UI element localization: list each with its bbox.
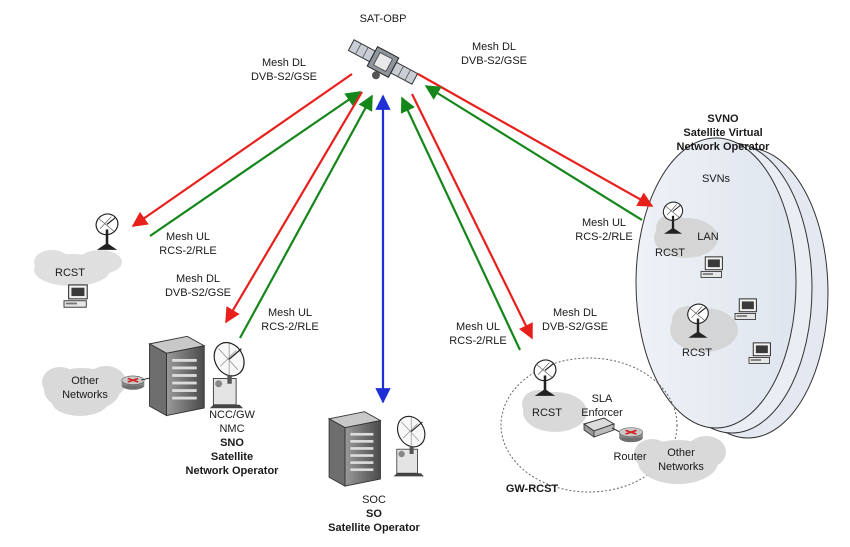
cloud-sno-other-networks	[42, 366, 126, 416]
gw-rcst-title: GW-RCST	[506, 483, 559, 495]
svno-rcst-2: RCST	[682, 347, 712, 359]
so-name: Satellite Operator	[328, 522, 420, 534]
svno-name-1: Satellite Virtual	[683, 127, 762, 139]
downlink-to-rcst-left	[131, 73, 353, 227]
cloud-gw-rcst	[522, 390, 587, 432]
right-dl-label-1: Mesh DL	[472, 41, 516, 53]
gw-rcst-label: RCST	[532, 407, 562, 419]
sla-enforcer-icon	[582, 417, 616, 438]
so-soc: SOC	[362, 494, 386, 506]
soc-dish-icon	[392, 414, 431, 477]
soc-server-icon	[328, 411, 381, 487]
gw-other-networks-2: Networks	[658, 461, 704, 473]
gw-ul-label-1: Mesh UL	[456, 321, 500, 333]
gw-sla-1: SLA	[592, 393, 613, 405]
rcst-left-label: RCST	[55, 267, 85, 279]
cloud-gw-other-networks	[634, 436, 726, 484]
sno-nmc: NMC	[219, 423, 244, 435]
gw-ul-label-2: RCS-2/RLE	[449, 335, 506, 347]
uplink-from-gw-rcst	[400, 96, 521, 351]
link-arrows	[131, 73, 654, 404]
uplink-from-svno	[424, 85, 643, 221]
so-title: SO	[366, 508, 382, 520]
labels: SAT-OBP Mesh DL DVB-S2/GSE Mesh DL DVB-S…	[55, 13, 770, 534]
sno-name-2: Network Operator	[186, 465, 280, 477]
right-ul-label-1: Mesh UL	[582, 217, 626, 229]
sno-ul-label-1: Mesh UL	[268, 307, 312, 319]
svno-title: SVNO	[707, 113, 739, 125]
gw-router-icon	[618, 426, 644, 444]
right-ul-label-2: RCS-2/RLE	[575, 231, 632, 243]
sno-other-networks-1: Other	[71, 375, 99, 387]
cloud-rcst-left	[34, 250, 122, 286]
downlink-to-gw-rcst	[411, 93, 533, 340]
downlink-to-svno	[417, 73, 654, 207]
left-ul-label-1: Mesh UL	[166, 231, 210, 243]
right-dl-label-2: DVB-S2/GSE	[461, 55, 527, 67]
sno-server-icon	[149, 335, 205, 417]
sno-dish-icon	[208, 340, 251, 409]
sno-title: SNO	[220, 437, 244, 449]
uplink-from-sno	[239, 94, 373, 339]
sla-router-link	[611, 427, 621, 433]
gw-other-networks-1: Other	[667, 447, 695, 459]
gw-sla-2: Enforcer	[581, 407, 623, 419]
svno-rcst-1: RCST	[655, 247, 685, 259]
gw-rcst-dish-icon	[529, 356, 561, 398]
sno-dl-label-2: DVB-S2/GSE	[165, 287, 231, 299]
satellite-label: SAT-OBP	[360, 13, 407, 25]
rcst-left-pc-icon	[63, 284, 88, 308]
gw-dl-label-2: DVB-S2/GSE	[542, 321, 608, 333]
downlink-to-sno	[225, 91, 363, 324]
sno-other-networks-2: Networks	[62, 389, 108, 401]
satellite-icon	[347, 39, 419, 85]
sno-name-1: Satellite	[211, 451, 253, 463]
gw-dl-label-1: Mesh DL	[553, 307, 597, 319]
gw-rcst-domain	[500, 357, 678, 493]
left-dl-label-2: DVB-S2/GSE	[251, 71, 317, 83]
svno-lan: LAN	[697, 231, 718, 243]
sno-router-icon	[120, 375, 146, 391]
uplink-from-rcst-left	[149, 91, 362, 237]
gw-router-label: Router	[613, 451, 646, 463]
svno-name-2: Network Operator	[677, 141, 771, 153]
svno-domain	[635, 137, 829, 439]
sno-ul-label-2: RCS-2/RLE	[261, 321, 318, 333]
sno-router-link	[140, 377, 151, 381]
left-ul-label-2: RCS-2/RLE	[159, 245, 216, 257]
sno-ncc-gw: NCC/GW	[209, 409, 255, 421]
rcst-left-dish-icon	[91, 210, 123, 252]
svno-svns: SVNs	[702, 173, 731, 185]
left-dl-label-1: Mesh DL	[262, 57, 306, 69]
sno-dl-label-1: Mesh DL	[176, 273, 220, 285]
